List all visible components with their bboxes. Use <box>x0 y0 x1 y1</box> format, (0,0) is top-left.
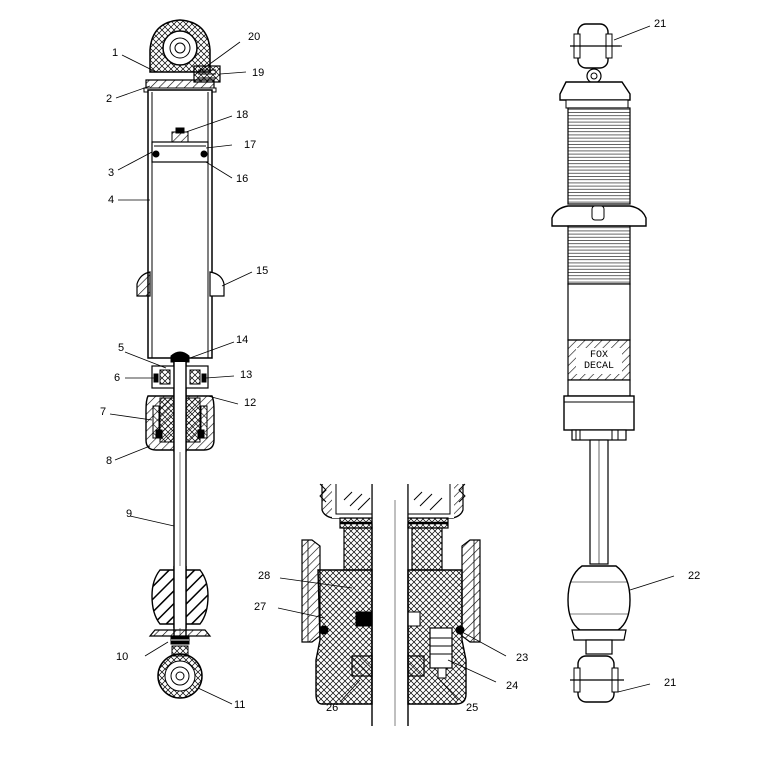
callout-1: 1 <box>112 47 119 59</box>
callout-16: 16 <box>236 173 249 185</box>
callout-11: 11 <box>234 699 246 711</box>
callout-12: 12 <box>244 397 257 409</box>
bumper <box>567 565 631 631</box>
callout-28: 28 <box>258 570 271 582</box>
right-leaders <box>613 25 675 693</box>
callout-21-bottom: 21 <box>664 677 677 689</box>
callout-8: 8 <box>106 455 113 467</box>
callout-18: 18 <box>236 109 249 121</box>
middle-leaders <box>277 577 507 703</box>
callout-26: 26 <box>326 702 339 714</box>
callout-22: 22 <box>688 570 701 582</box>
decal-line-2: DECAL <box>583 361 614 372</box>
callout-24: 24 <box>506 680 519 692</box>
callout-25: 25 <box>466 702 479 714</box>
callout-5: 5 <box>118 342 125 354</box>
callout-10: 10 <box>116 651 129 663</box>
callout-15: 15 <box>256 265 269 277</box>
callout-17: 17 <box>244 139 257 151</box>
callout-7: 7 <box>100 406 107 418</box>
callout-21-top: 21 <box>654 18 667 30</box>
callout-9: 9 <box>126 508 133 520</box>
callout-13: 13 <box>240 369 253 381</box>
seal-head-detail <box>301 483 481 726</box>
callout-19: 19 <box>252 67 265 79</box>
callout-20: 20 <box>248 31 261 43</box>
callout-27: 27 <box>254 601 267 613</box>
callout-2: 2 <box>106 93 113 105</box>
callout-6: 6 <box>114 372 121 384</box>
sectional-view <box>136 19 225 699</box>
callout-23: 23 <box>516 652 529 664</box>
exterior-view <box>551 23 647 703</box>
callout-14: 14 <box>236 334 249 346</box>
decal-line-1: FOX <box>589 350 608 361</box>
left-leaders <box>109 41 253 705</box>
floating-piston <box>151 141 209 163</box>
threaded-body <box>567 107 631 205</box>
clip-ring <box>136 271 151 297</box>
bottom-eye-bushing <box>577 655 615 703</box>
callout-3: 3 <box>108 167 115 179</box>
callout-4: 4 <box>108 194 115 206</box>
